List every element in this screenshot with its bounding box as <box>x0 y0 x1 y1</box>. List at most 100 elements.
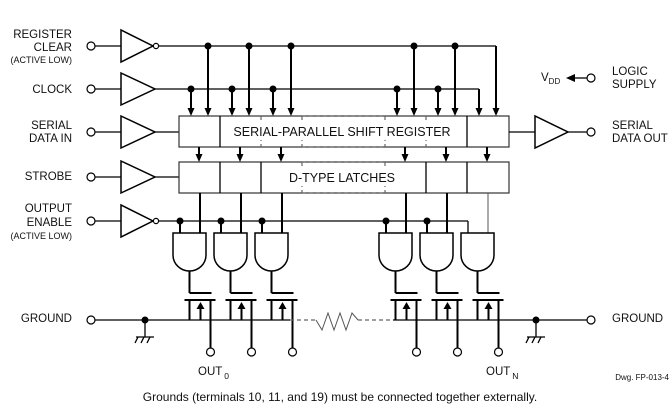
svg-text:SERIAL: SERIAL <box>612 120 654 132</box>
serial-data-in-terminal <box>86 127 96 137</box>
svg-text:CLEAR: CLEAR <box>34 42 72 54</box>
clock-and-clear-taps <box>187 42 500 116</box>
and-gate <box>213 232 248 272</box>
arrow-down-icon <box>269 108 277 116</box>
serial-data-in-buffer <box>120 114 157 150</box>
svg-text:LOGIC: LOGIC <box>612 66 648 78</box>
svg-text:DATA OUT: DATA OUT <box>612 133 668 145</box>
arrow-down-icon <box>195 154 203 162</box>
output-enable-terminal <box>86 216 96 226</box>
arrow-up-icon <box>484 302 493 309</box>
output-channel <box>460 147 504 357</box>
register-clear-terminal <box>86 41 96 51</box>
latches-block: D-TYPE LATCHES <box>178 161 510 194</box>
label-ground-left: GROUND <box>21 313 72 325</box>
output-terminal <box>205 347 216 357</box>
output-channel <box>378 147 422 357</box>
label-serial-data-in: SERIAL DATA IN <box>29 120 73 145</box>
arrow-up-icon <box>237 302 246 309</box>
ground-right-terminal <box>586 315 596 325</box>
output-terminal <box>246 347 257 357</box>
svg-text:OUTPUT: OUTPUT <box>25 203 72 215</box>
arrow-down-icon <box>475 108 483 116</box>
arrow-down-icon <box>187 108 195 116</box>
arrow-down-icon <box>393 108 401 116</box>
output-terminal <box>452 347 463 357</box>
svg-text:SERIAL: SERIAL <box>31 120 73 132</box>
arrow-down-icon <box>277 154 285 162</box>
output-channel <box>419 147 463 357</box>
arrow-down-icon <box>401 154 409 162</box>
latches-label: D-TYPE LATCHES <box>289 171 395 185</box>
clock-buffer <box>120 71 157 107</box>
label-output-enable: OUTPUT ENABLE (ACTIVE LOW) <box>10 203 72 241</box>
arrow-down-icon <box>492 108 500 116</box>
output-terminal <box>287 347 298 357</box>
output-enable-input <box>86 203 469 239</box>
vdd-label: VDD <box>541 72 560 86</box>
label-ground-right: GROUND <box>612 313 663 325</box>
output-channels <box>172 147 504 357</box>
logic-supply-terminal <box>586 73 596 83</box>
and-gate <box>378 232 413 272</box>
serial-data-out-terminal <box>586 127 596 137</box>
arrow-down-icon <box>434 108 442 116</box>
arrow-up-icon <box>278 302 287 309</box>
output-channel <box>254 147 298 357</box>
shift-register-block: SERIAL-PARALLEL SHIFT REGISTER <box>178 115 510 148</box>
strobe-buffer <box>120 159 157 195</box>
strobe-input <box>86 159 179 195</box>
earth-ground-icon <box>134 336 154 344</box>
serial-data-out-output: SERIAL DATA OUT <box>509 114 668 150</box>
omitted-channels-zigzag-icon <box>315 311 359 332</box>
svg-text:(ACTIVE LOW): (ACTIVE LOW) <box>10 55 72 65</box>
logic-supply: VDD LOGIC SUPPLY <box>541 66 657 91</box>
arrow-down-icon <box>204 108 212 116</box>
ground-rail: GROUND <box>86 311 663 344</box>
label-strobe: STROBE <box>25 171 73 183</box>
arrow-down-icon <box>451 108 459 116</box>
and-gate <box>419 232 454 272</box>
ground-left-terminal <box>86 315 96 325</box>
footnote: Grounds (terminals 10, 11, and 19) must … <box>143 390 537 404</box>
arrow-down-icon <box>483 154 491 162</box>
earth-ground-icon <box>525 336 545 344</box>
output-terminal <box>411 347 422 357</box>
and-gate <box>254 232 289 272</box>
vdd-arrow-icon <box>566 74 575 82</box>
output-channel <box>172 147 216 357</box>
serial-data-out-buffer <box>534 114 570 150</box>
arrow-up-icon <box>443 302 452 309</box>
svg-text:ENABLE: ENABLE <box>27 217 73 229</box>
register-clear-input <box>86 28 496 64</box>
arrow-down-icon <box>287 108 295 116</box>
arrow-down-icon <box>228 108 236 116</box>
output-terminal <box>493 347 504 357</box>
output-enable-inverter <box>120 203 155 239</box>
register-clear-inverter <box>120 28 155 64</box>
clock-terminal <box>86 84 96 94</box>
svg-text:DATA IN: DATA IN <box>29 133 72 145</box>
and-gate <box>172 232 207 272</box>
and-gate <box>460 232 495 272</box>
svg-text:SUPPLY: SUPPLY <box>612 79 657 91</box>
output-channel <box>213 147 257 357</box>
shift-register-label: SERIAL-PARALLEL SHIFT REGISTER <box>233 125 450 139</box>
arrow-down-icon <box>442 154 450 162</box>
arrow-down-icon <box>245 108 253 116</box>
label-register-clear: REGISTER CLEAR (ACTIVE LOW) <box>10 29 72 65</box>
strobe-terminal <box>86 172 96 182</box>
svg-text:(ACTIVE LOW): (ACTIVE LOW) <box>10 231 72 241</box>
drawing-number: Dwg. FP-013-4 <box>615 373 669 382</box>
serial-data-in-input <box>86 114 179 150</box>
label-clock: CLOCK <box>32 84 72 96</box>
arrow-up-icon <box>196 302 205 309</box>
arrow-down-icon <box>410 108 418 116</box>
arrow-up-icon <box>402 302 411 309</box>
svg-text:REGISTER: REGISTER <box>13 29 72 41</box>
clock-input <box>86 71 479 107</box>
arrow-down-icon <box>236 154 244 162</box>
